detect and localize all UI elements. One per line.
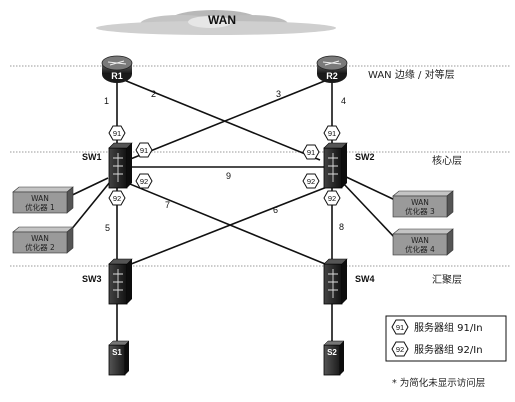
aggregation-layer-label: 汇聚层	[432, 273, 462, 286]
wan-cloud: WAN	[96, 10, 336, 35]
wan-optimizer-2: WAN 优化器 2	[12, 226, 74, 254]
optimizer-3-line1: WAN	[411, 198, 429, 207]
switch-arrows-icon	[113, 269, 123, 298]
svg-text:91: 91	[307, 148, 315, 157]
router-r2: R2	[316, 55, 348, 83]
switch-sw4	[323, 258, 348, 305]
r2-label: R2	[326, 71, 338, 81]
link-label-5: 5	[105, 223, 110, 233]
legend: 91 服务器组 91/In 92 服务器组 92/In	[385, 315, 507, 362]
hex-badge-sw1-cross: 92	[135, 173, 153, 189]
link-label-8: 8	[339, 222, 344, 232]
r1-label: R1	[111, 71, 123, 81]
link-label-3: 3	[276, 89, 281, 99]
link-6	[125, 184, 333, 267]
wan-optimizer-4: WAN 优化器 4	[392, 228, 454, 256]
legend-hex-91-icon	[391, 319, 409, 335]
legend-item-92: 92 服务器组 92/In	[391, 341, 483, 357]
wan-optimizer-1: WAN 优化器 1	[12, 186, 74, 214]
server-s2: S2	[323, 340, 345, 376]
link-2	[123, 79, 321, 161]
switch-sw3	[108, 258, 133, 305]
hex-badge-sw2-cross: 92	[302, 173, 320, 189]
svg-text:91: 91	[328, 129, 336, 138]
svg-text:92: 92	[328, 194, 336, 203]
router-arrows-icon	[322, 60, 342, 66]
svg-text:91: 91	[140, 146, 148, 155]
core-layer-label: 核心层	[432, 154, 462, 167]
edge-layer-label: WAN 边缘 / 对等层	[368, 68, 455, 81]
footnote: * 为简化未显示访问层	[392, 377, 485, 389]
wan-cloud-label: WAN	[208, 13, 236, 27]
router-r1: R1	[101, 55, 133, 83]
link-labels: 1 2 3 4 5 6 7 8 9	[104, 89, 346, 233]
svg-text:91: 91	[396, 323, 404, 332]
links	[65, 79, 396, 345]
server-s1: S1	[108, 340, 130, 376]
link-sw2-opt4	[341, 181, 396, 239]
link-label-6: 6	[273, 205, 278, 215]
link-label-1: 1	[104, 96, 109, 106]
legend-text-91: 服务器组 91/In	[414, 321, 483, 334]
s1-label: S1	[112, 348, 122, 357]
svg-text:92: 92	[140, 177, 148, 186]
optimizer-1-line2: 优化器 1	[25, 202, 55, 212]
sw4-label: SW4	[355, 274, 375, 284]
optimizer-1-line1: WAN	[31, 194, 49, 203]
switch-sw1	[108, 142, 133, 189]
router-arrows-icon	[107, 60, 127, 66]
sw1-label: SW1	[82, 152, 102, 162]
svg-text:92: 92	[113, 194, 121, 203]
svg-text:91: 91	[113, 129, 121, 138]
switch-arrows-icon	[328, 269, 338, 298]
hex-badge-sw1-down: 92	[108, 190, 126, 206]
sw3-label: SW3	[82, 274, 102, 284]
optimizer-2-line2: 优化器 2	[25, 242, 55, 252]
optimizer-4-line2: 优化器 4	[405, 244, 435, 254]
link-7	[124, 181, 331, 267]
hex-badge-sw2-down: 92	[323, 190, 341, 206]
hex-badge-sw2-r1: 91	[302, 144, 320, 160]
hex-badge-r2-down: 91	[323, 125, 341, 141]
optimizer-3-line2: 优化器 3	[405, 206, 435, 216]
link-label-2: 2	[151, 89, 156, 99]
legend-hex-92-icon	[391, 341, 409, 357]
switch-arrows-icon	[328, 153, 338, 182]
legend-item-91: 91 服务器组 91/In	[391, 319, 483, 335]
layer-dividers	[10, 65, 510, 267]
s2-label: S2	[327, 348, 337, 357]
hex-badge-r1-down: 91	[108, 125, 126, 141]
link-sw2-opt3	[341, 174, 396, 201]
svg-text:92: 92	[396, 345, 404, 354]
switch-sw2	[323, 142, 348, 189]
link-3	[127, 79, 328, 161]
hex-badge-sw1-r2: 91	[135, 142, 153, 158]
wan-optimizer-3: WAN 优化器 3	[392, 190, 454, 218]
legend-text-92: 服务器组 92/In	[414, 343, 483, 356]
link-label-7: 7	[165, 200, 170, 210]
link-label-9: 9	[226, 171, 231, 181]
sw2-label: SW2	[355, 152, 375, 162]
optimizer-4-line1: WAN	[411, 236, 429, 245]
optimizer-2-line1: WAN	[31, 234, 49, 243]
svg-text:92: 92	[307, 177, 315, 186]
switch-arrows-icon	[113, 153, 123, 182]
link-label-4: 4	[341, 96, 346, 106]
